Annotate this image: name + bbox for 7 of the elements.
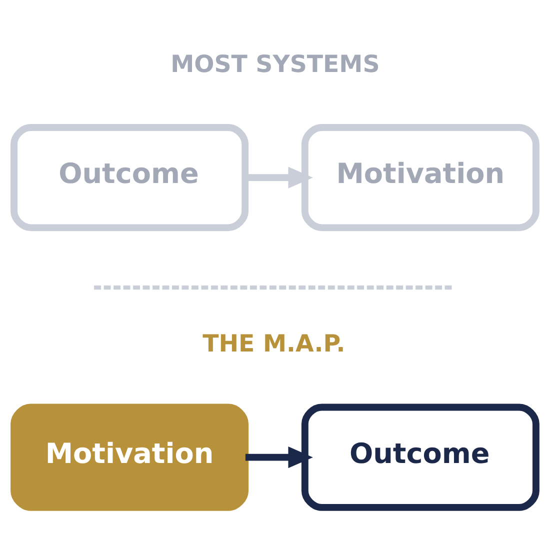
- arrow: [245, 446, 313, 468]
- node-box: Outcome: [10, 124, 249, 232]
- node-box: Motivation: [10, 404, 249, 511]
- label: MOST SYSTEMS: [170, 50, 380, 78]
- node-box: Motivation: [301, 124, 540, 232]
- label: THE M.A.P.: [202, 330, 346, 358]
- node-box: Outcome: [301, 404, 540, 511]
